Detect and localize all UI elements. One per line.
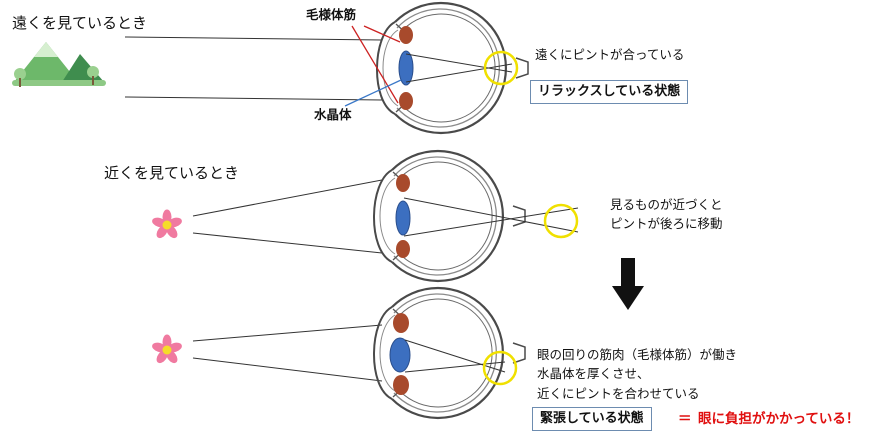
down-arrow-icon: [612, 258, 644, 310]
near-caption: 見るものが近づくと ピントが後ろに移動: [610, 195, 723, 234]
ciliary-muscle-bottom: [396, 240, 410, 258]
lens-thick: [389, 337, 411, 373]
leader-ciliary-1: [351, 25, 399, 104]
near-caption-line-1: 見るものが近づくと: [610, 197, 723, 212]
incoming-ray-adj-top: [192, 324, 383, 342]
flower-icon: [150, 334, 184, 366]
ciliary-muscle-top: [393, 313, 409, 333]
eye-adjusted: [372, 286, 527, 420]
far-caption: 遠くにピントが合っている: [535, 47, 685, 62]
refracted-ray-top: [405, 53, 513, 73]
flower-icon: [150, 209, 184, 241]
relaxed-state-box: リラックスしている状態: [530, 80, 689, 105]
ciliary-muscle-label: 毛様体筋: [306, 7, 357, 22]
incoming-ray-near-bottom: [192, 232, 383, 254]
ciliary-muscle-top: [396, 174, 410, 192]
adjusted-caption-line-1: 眼の回りの筋肉（毛様体筋）が働き: [537, 347, 738, 362]
tense-state-box: 緊張している状態: [532, 407, 652, 432]
lens-label: 水晶体: [314, 107, 352, 122]
refracted-ray-near-bottom: [403, 207, 579, 237]
leader-ciliary-2: [363, 25, 401, 43]
incoming-ray-near-top: [192, 179, 383, 217]
focus-circle-adjusted: [482, 350, 518, 386]
equals-sign: ＝: [678, 411, 692, 427]
refracted-ray-bottom: [405, 63, 513, 83]
refracted-ray-adj-bottom: [404, 361, 506, 373]
leader-lens: [344, 79, 402, 107]
eye-far: [375, 1, 530, 135]
warning-text: 眼に負担がかかっている！: [698, 411, 860, 427]
incoming-ray-top: [124, 36, 383, 41]
adjusted-caption-line-3: 近くにピントを合わせている: [537, 385, 700, 401]
ciliary-muscle-bottom: [399, 92, 413, 110]
adjusted-caption-line-2: 水晶体を厚くさせ、: [537, 366, 650, 382]
far-heading: 遠くを見ているとき: [12, 14, 148, 32]
lens-thin: [395, 200, 411, 236]
incoming-ray-bottom: [124, 96, 383, 101]
incoming-ray-adj-bottom: [192, 357, 383, 382]
eye-near: [372, 149, 527, 283]
refracted-ray-adj-top: [404, 339, 506, 373]
lens-thin: [398, 50, 414, 86]
refracted-ray-near-top: [403, 197, 579, 233]
mountain-icon: [12, 42, 106, 87]
focus-circle-far: [483, 50, 519, 86]
ciliary-muscle-top: [399, 26, 413, 44]
ciliary-muscle-bottom: [393, 375, 409, 395]
near-caption-line-2: ピントが後ろに移動: [610, 216, 723, 232]
focus-circle-near: [543, 203, 579, 239]
adjusted-caption: 眼の回りの筋肉（毛様体筋）が働き 水晶体を厚くさせ、 近くにピントを合わせている: [537, 345, 737, 403]
near-heading: 近くを見ているとき: [104, 164, 240, 182]
